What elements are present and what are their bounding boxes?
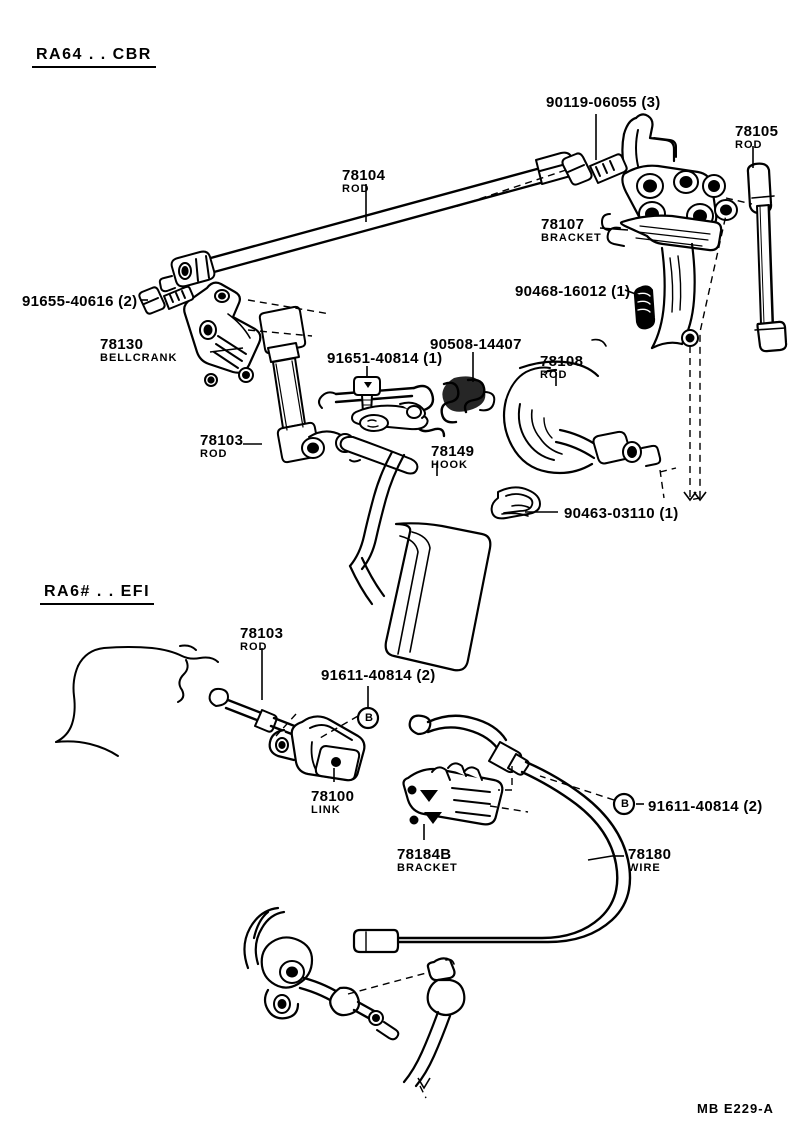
part-number: 78108 [540, 353, 584, 370]
label-91611-40814-upper: 91611-40814 (2) [321, 668, 436, 683]
section-title-cbr: RA64 . . CBR [32, 46, 156, 68]
label-78108: 78108 ROD [540, 354, 583, 381]
label-90508-14407: 90508-14407 [430, 337, 522, 352]
part-78184b-bracket [402, 762, 504, 826]
label-78130: 78130 BELLCRANK [100, 337, 177, 364]
part-78149-hook [301, 430, 419, 475]
part-90119-06055-bolt [561, 152, 628, 186]
part-accelerator-pedal [348, 450, 492, 672]
label-91611-40814-lower: 91611-40814 (2) [648, 799, 763, 814]
footer-code: MB E229-A [697, 1101, 774, 1116]
part-78103-rod-lower [208, 687, 312, 742]
part-name: ROD [342, 183, 370, 195]
part-name: ROD [240, 641, 268, 653]
part-number: 78184B [397, 846, 452, 863]
leader-lines [140, 114, 754, 861]
label-90463-03110: 90463-03110 (1) [564, 506, 679, 521]
part-78108-rod [502, 338, 662, 475]
label-90468-16012: 90468-16012 (1) [515, 284, 630, 299]
part-number: 78103 [240, 625, 284, 642]
part-name: WIRE [628, 862, 661, 874]
part-78130-bellcrank [183, 281, 262, 387]
part-name: ROD [200, 448, 228, 460]
part-number: 78180 [628, 846, 672, 863]
part-name: BELLCRANK [100, 352, 178, 364]
part-name: ROD [735, 139, 763, 151]
part-number: 78105 [735, 123, 779, 140]
part-name: ROD [540, 369, 568, 381]
part-number: 90468-16012 (1) [515, 283, 631, 300]
part-name: HOOK [431, 459, 468, 471]
part-90468-16012-grommet [633, 285, 656, 330]
callout-badge-lower [612, 792, 636, 816]
part-90463-03110-clip [490, 486, 541, 520]
label-90119-06055: 90119-06055 (3) [546, 95, 661, 110]
assembly-dashed-lines [247, 169, 753, 1099]
section-title-efi: RA6# . . EFI [40, 583, 155, 605]
label-78105: 78105 ROD [735, 124, 778, 151]
badge-b-icon-lower: B [621, 798, 629, 810]
dash-arrowheads [417, 491, 707, 1090]
label-78184b: 78184B BRACKET [397, 847, 458, 874]
part-number: 90463-03110 (1) [564, 505, 679, 522]
bottom-right-lever [402, 957, 466, 1088]
part-number: 91651-40814 (1) [327, 350, 443, 367]
label-78104: 78104 ROD [342, 168, 385, 195]
bottom-throttle-cluster [243, 906, 400, 1041]
part-78100-link [268, 715, 366, 782]
part-78149-plate [351, 401, 429, 432]
label-78100: 78100 LINK [311, 789, 354, 816]
part-78105-rod [746, 162, 788, 353]
part-name: BRACKET [541, 232, 602, 244]
part-number: 78149 [431, 443, 475, 460]
label-78103-upper: 78103 ROD [200, 433, 243, 460]
part-number: 91611-40814 (2) [648, 798, 763, 815]
bottom-cable-up [252, 910, 270, 940]
label-78103-lower: 78103 ROD [240, 626, 283, 653]
badge-b-icon-upper: B [365, 712, 373, 724]
part-78103-rod-upper [258, 305, 321, 464]
part-name: BRACKET [397, 862, 458, 874]
label-91651-40814: 91651-40814 (1) [327, 351, 442, 366]
part-number: 78130 [100, 336, 144, 353]
part-number: 90119-06055 (3) [546, 94, 661, 111]
part-number: 78100 [311, 788, 355, 805]
part-number: 78107 [541, 216, 585, 233]
part-number: 78103 [200, 432, 244, 449]
part-78180-wire [352, 714, 632, 954]
part-91655-40616-bolt [138, 285, 195, 315]
label-78149: 78149 HOOK [431, 444, 474, 471]
part-number: 90508-14407 [430, 336, 522, 353]
part-78107-bracket [601, 113, 738, 350]
label-78107: 78107 BRACKET [541, 217, 602, 244]
part-number: 78104 [342, 167, 386, 184]
engine-contour [55, 644, 219, 757]
label-91655-40616: 91655-40616 (2) [22, 294, 137, 309]
part-name: LINK [311, 804, 341, 816]
part-number: 91655-40616 (2) [22, 293, 138, 310]
part-number: 91611-40814 (2) [321, 667, 436, 684]
label-78180: 78180 WIRE [628, 847, 671, 874]
